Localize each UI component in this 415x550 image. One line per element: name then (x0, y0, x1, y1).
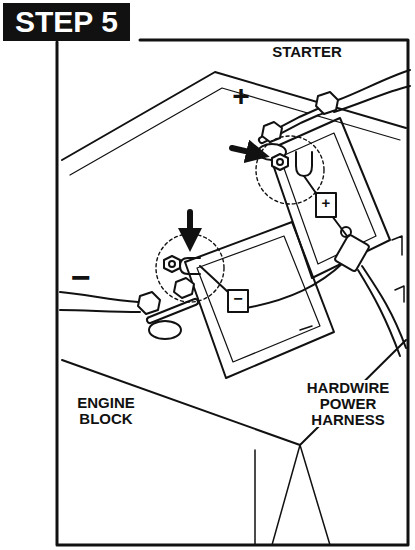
battery-edge (62, 72, 406, 160)
battery-cell (197, 236, 320, 362)
arrow (232, 148, 258, 154)
starter-cable (334, 70, 410, 112)
negative-post (149, 321, 181, 339)
nut (164, 256, 180, 272)
part-label: HARDWIRE POWER HARNESS (300, 380, 396, 427)
frame (57, 40, 408, 545)
polarity-symbol: + (316, 195, 336, 211)
fuse-cap (341, 227, 351, 237)
part-label: STARTER (262, 44, 352, 60)
harness-wire (200, 262, 344, 308)
part-label: ENGINE BLOCK (70, 395, 142, 427)
step-title: STEP 5 (3, 3, 130, 41)
bolt (174, 278, 194, 298)
wire-tag (316, 193, 336, 217)
polarity-symbol: − (228, 291, 248, 308)
polarity-symbol: + (228, 80, 254, 112)
harness-wire (304, 176, 350, 240)
harness-wire (358, 266, 406, 356)
detail-circle (256, 136, 324, 204)
bolt (262, 122, 282, 142)
bolt (138, 292, 160, 314)
fuse-holder (334, 234, 370, 272)
bolt (316, 92, 338, 114)
ring-terminal (180, 258, 200, 274)
battery-front (255, 445, 330, 545)
detail-circle (156, 234, 224, 302)
polarity-symbol: − (64, 260, 98, 296)
battery-edge (62, 340, 406, 445)
nut (272, 154, 288, 170)
ring-terminal (296, 152, 312, 176)
arrow (187, 212, 193, 240)
wire-tag (228, 290, 248, 312)
battery-cell (185, 222, 334, 378)
battery-cell (268, 118, 390, 278)
